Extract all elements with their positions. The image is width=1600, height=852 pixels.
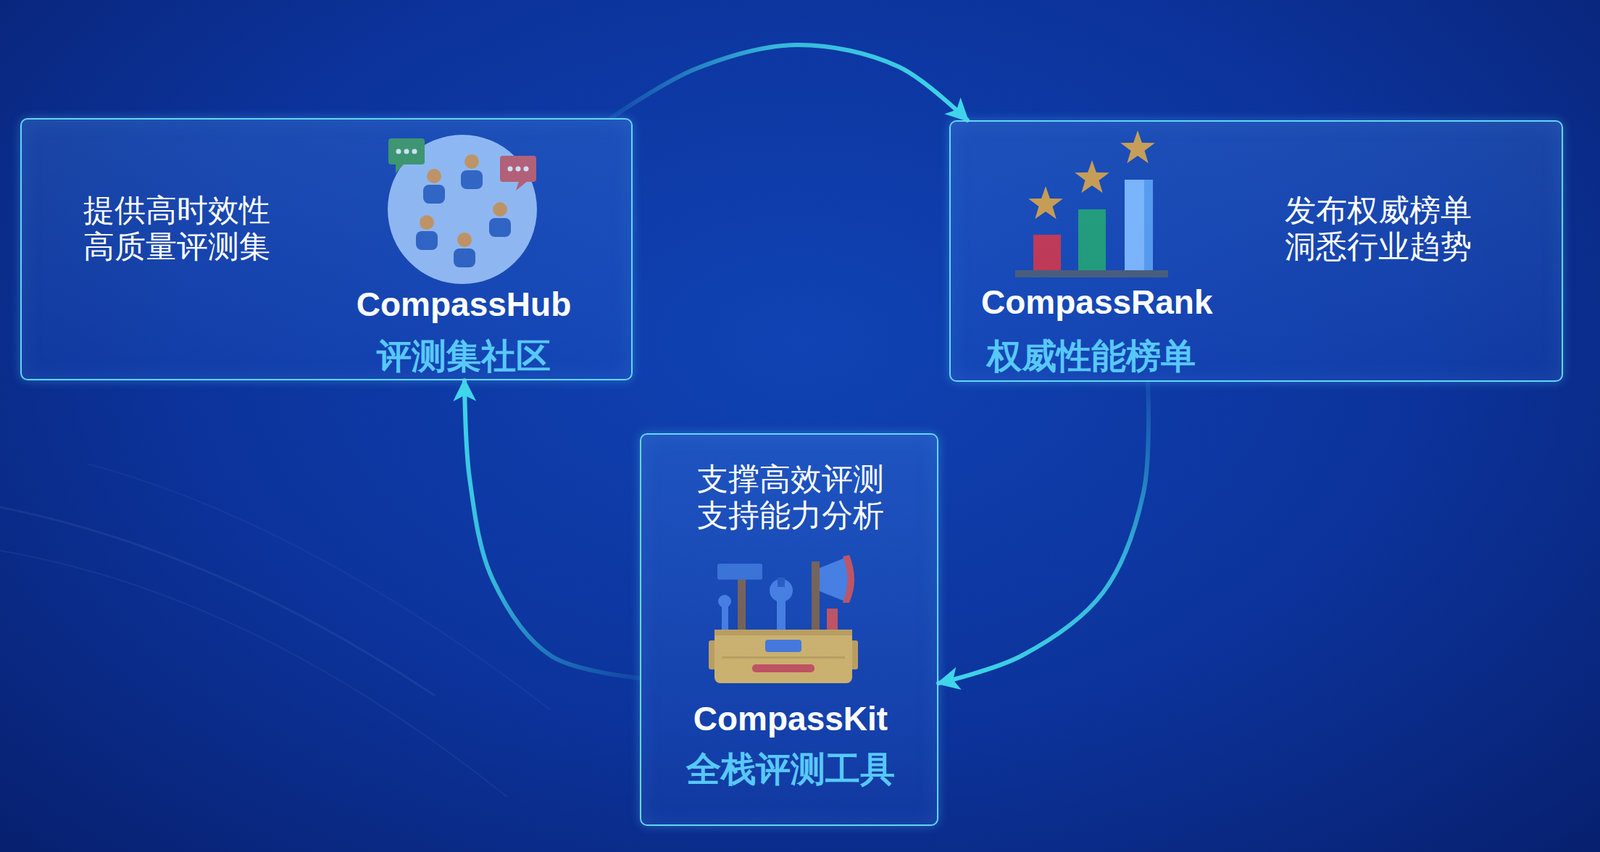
cycle-arrow	[938, 381, 1149, 684]
module-box: 发布权威榜单 洞悉行业趋势 CompassRank 权威性能榜单	[949, 120, 1564, 382]
description-text: 发布权威榜单 洞悉行业趋势	[1284, 192, 1485, 265]
module-name: CompassRank	[981, 284, 1214, 321]
description-text: 提供高时效性 高质量评测集	[83, 192, 283, 265]
module-title: 评测集社区	[376, 335, 551, 377]
background-streaks	[0, 463, 551, 798]
description-text: 支撑高效评测 支持能力分析	[690, 460, 890, 534]
cycle-arrow	[464, 380, 640, 679]
streak	[86, 463, 551, 711]
module-name: CompassKit	[693, 700, 888, 737]
module-box: 支撑高效评测 支持能力分析 CompassKit 全栈评测工具	[639, 433, 939, 827]
module-name: CompassHub	[356, 286, 572, 323]
module-box: 提供高时效性 高质量评测集 CompassHub 评测集社区	[20, 118, 633, 381]
streak	[0, 550, 508, 798]
module-title: 全栈评测工具	[686, 748, 895, 790]
module-title: 权威性能榜单	[986, 335, 1196, 377]
streak	[0, 507, 435, 696]
cycle-arrow	[610, 44, 968, 121]
